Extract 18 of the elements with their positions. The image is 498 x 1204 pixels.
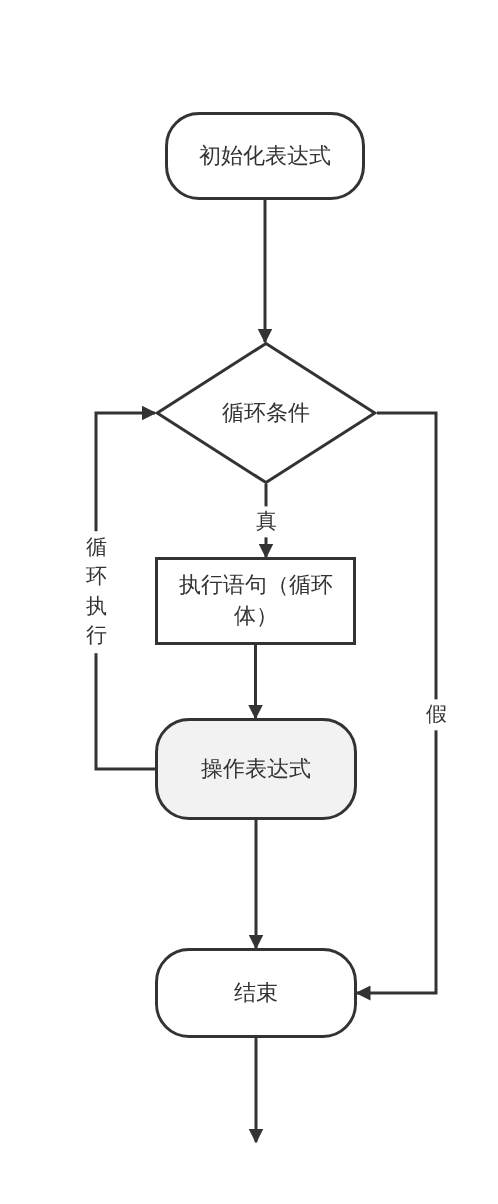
terminal-box [155, 718, 357, 820]
terminal-box [155, 948, 357, 1038]
node-label: 操作表达式 [201, 754, 311, 783]
arrow [248, 645, 263, 720]
arrow [248, 820, 264, 950]
terminal-box [165, 112, 365, 200]
arrow [355, 411, 438, 1001]
arrow [257, 200, 273, 344]
process-box [155, 557, 356, 645]
node-label: 初始化表达式 [199, 141, 331, 170]
edge-label: 循环执行 [85, 531, 107, 653]
decision-diamond [155, 342, 377, 484]
edge-label: 假 [425, 699, 447, 731]
edge-label: 真 [255, 506, 277, 538]
node-label: 执行语句（循环体） [177, 571, 334, 630]
arrow [248, 1038, 264, 1144]
node-label: 结束 [234, 978, 278, 1007]
node-label: 循环条件 [222, 398, 310, 427]
